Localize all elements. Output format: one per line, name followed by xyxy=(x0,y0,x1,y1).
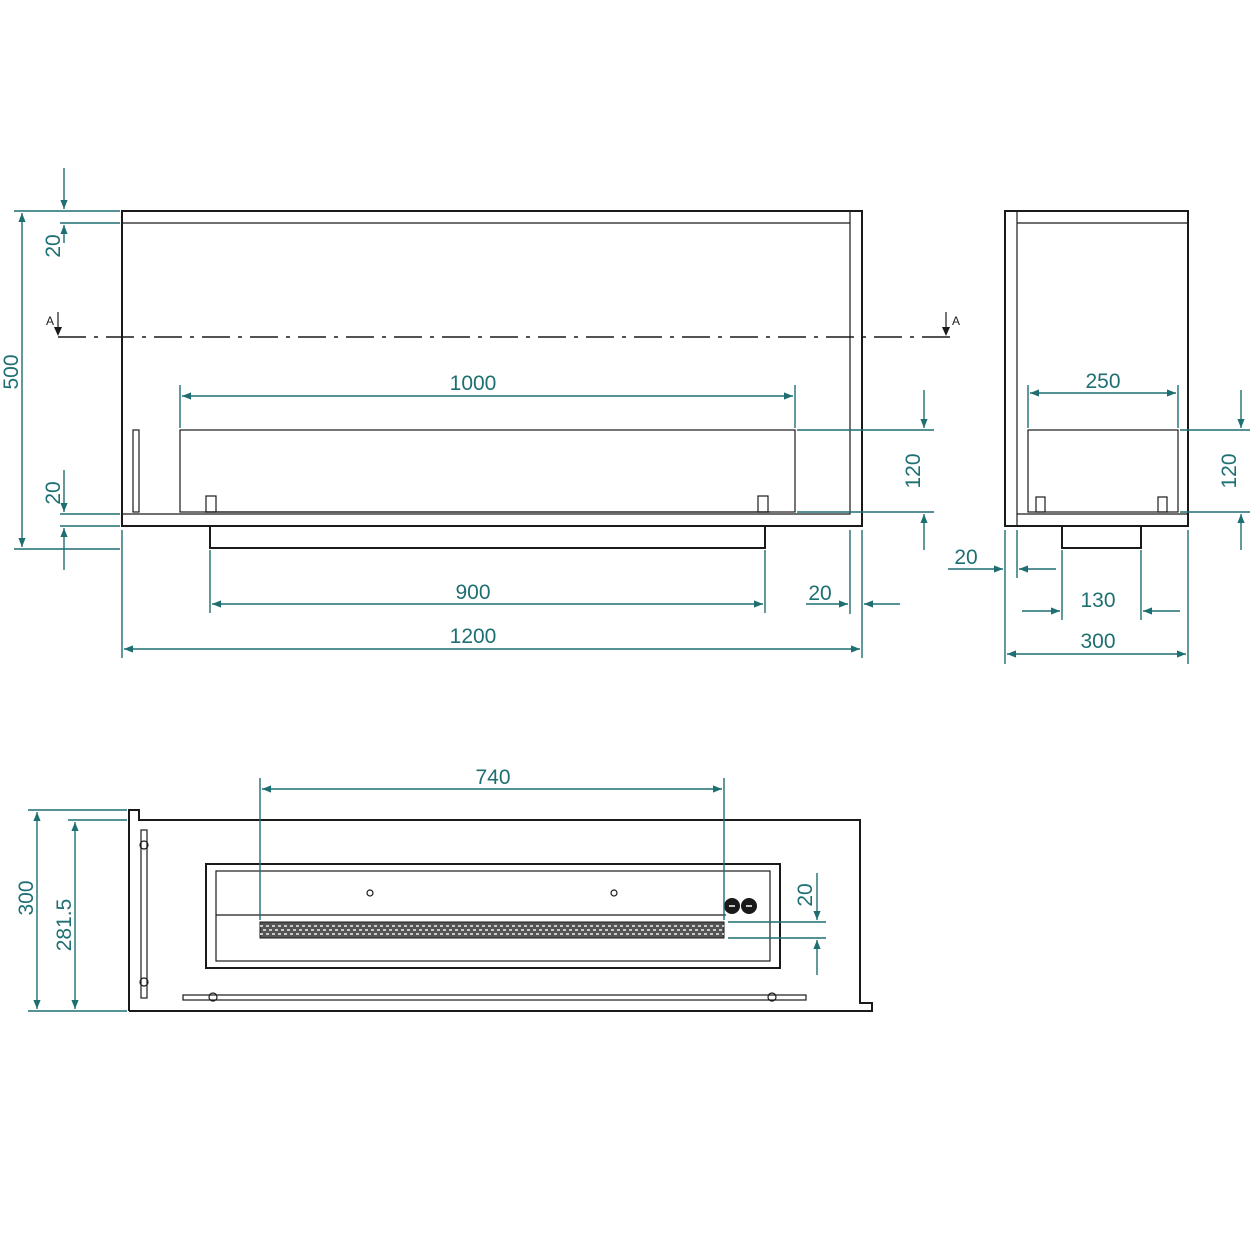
front-view: A A 500 20 20 1000 120 900 xyxy=(0,168,960,658)
dim-burner-1000: 1000 xyxy=(450,372,497,395)
dim-side-burner-height-120: 120 xyxy=(1218,453,1241,488)
burner-glass xyxy=(179,429,796,513)
section-label-left: A xyxy=(46,314,54,328)
dim-burner-height-120: 120 xyxy=(902,453,925,488)
dim-slot-20: 20 xyxy=(794,883,817,906)
dim-bottom-frame-20: 20 xyxy=(42,481,65,504)
bottom-rail xyxy=(182,994,807,1001)
dim-side-depth-300: 300 xyxy=(1080,630,1115,653)
dim-side-wall-20: 20 xyxy=(954,546,977,569)
dim-side-base-130: 130 xyxy=(1080,589,1115,612)
side-view: 250 120 20 130 300 xyxy=(948,210,1250,664)
dim-side-20: 20 xyxy=(808,582,831,605)
side-base xyxy=(1061,525,1142,549)
burner-opening xyxy=(205,863,781,969)
dim-top-inner-281-5: 281.5 xyxy=(53,899,76,952)
dim-top-depth-300: 300 xyxy=(15,880,38,915)
side-burner-glass xyxy=(1027,429,1179,513)
dim-width-1200: 1200 xyxy=(450,625,497,648)
dim-side-inner-250: 250 xyxy=(1085,370,1120,393)
dim-base-900: 900 xyxy=(455,581,490,604)
top-view: 740 20 300 281.5 xyxy=(15,766,873,1012)
base xyxy=(209,525,766,549)
dim-top-frame-20: 20 xyxy=(42,234,65,257)
dim-height-500: 500 xyxy=(0,354,23,389)
left-rail xyxy=(140,829,148,999)
dim-opening-740: 740 xyxy=(475,766,510,789)
section-label-right: A xyxy=(952,314,960,328)
handle xyxy=(132,429,140,513)
